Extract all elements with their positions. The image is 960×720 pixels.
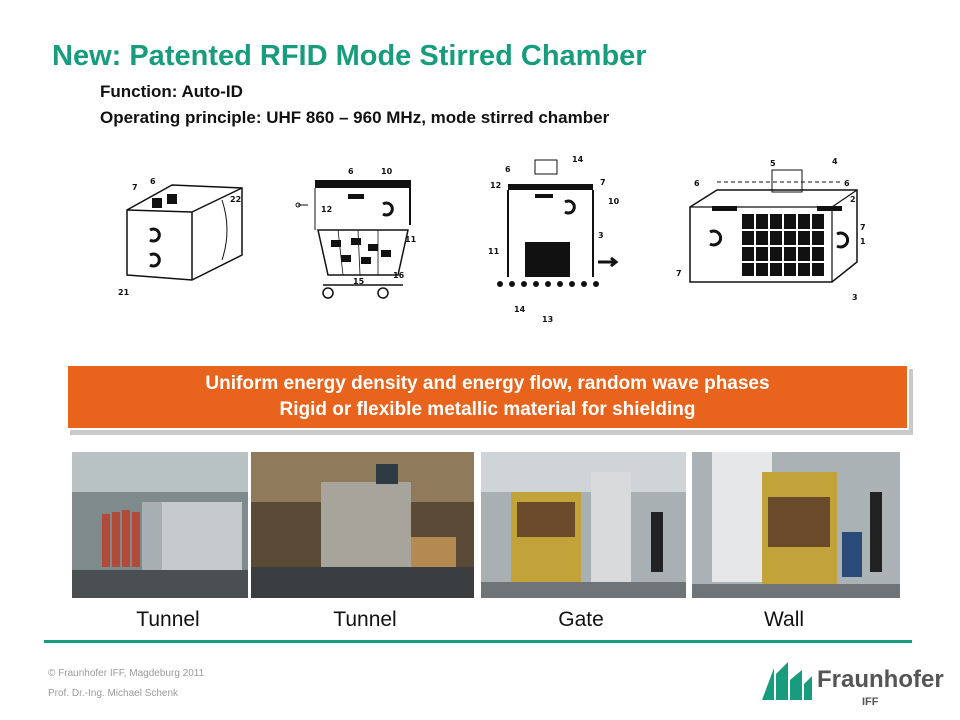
diagram-label: 2 (850, 195, 856, 204)
diagram-label: 6 (844, 179, 850, 188)
logo-name: Fraunhofer (817, 666, 944, 693)
patent-diagram-4: 5 4 6 6 2 7 1 7 3 (672, 152, 872, 312)
gate-photo (481, 452, 686, 598)
diagram-label: 7 (600, 178, 606, 187)
diagram-label: 1 (860, 237, 866, 246)
diagram-label: 6 (150, 177, 156, 186)
logo-sub: IFF (862, 696, 879, 708)
patent-diagram-1: 7 6 22 21 (112, 170, 252, 300)
diagram-label: 6 (348, 167, 354, 176)
diagram-label: 14 (514, 305, 526, 314)
wall-photo (692, 452, 900, 598)
principle-line: Operating principle: UHF 860 – 960 MHz, … (100, 108, 610, 127)
diagram-label: 22 (230, 195, 241, 204)
diagram-label: 7 (676, 269, 682, 278)
footer-copyright: © Fraunhofer IFF, Magdeburg 2011 (48, 668, 205, 679)
footer-divider (44, 640, 912, 643)
patent-diagram-3: 6 14 12 7 10 3 11 14 13 (480, 152, 630, 324)
diagram-label: 13 (542, 315, 553, 324)
highlight-banner: Uniform energy density and energy flow, … (66, 364, 909, 430)
diagram-label: 10 (608, 197, 620, 206)
banner-line-1: Uniform energy density and energy flow, … (205, 373, 770, 394)
caption-tunnel-1: Tunnel (136, 608, 200, 631)
slide-title: New: Patented RFID Mode Stirred Chamber (52, 40, 647, 72)
caption-tunnel-2: Tunnel (333, 608, 397, 631)
caption-gate: Gate (558, 608, 604, 631)
fraunhofer-logo-icon (762, 662, 812, 700)
tunnel-photo-1 (72, 452, 248, 598)
caption-wall: Wall (763, 608, 805, 631)
diagram-label: 5 (770, 159, 776, 168)
patent-diagram-2: 6 10 12 11 15 16 (293, 160, 423, 305)
diagram-label: 6 (694, 179, 700, 188)
diagram-label: 7 (860, 223, 866, 232)
diagram-label: 4 (832, 157, 838, 166)
fraunhofer-logo: Fraunhofer IFF (760, 660, 944, 710)
diagram-label: 11 (405, 235, 417, 244)
diagram-label: 12 (321, 205, 332, 214)
diagram-label: 7 (132, 183, 138, 192)
diagram-label: 3 (852, 293, 858, 302)
banner-line-2: Rigid or flexible metallic material for … (279, 399, 696, 420)
diagram-label: 21 (118, 288, 130, 297)
diagram-label: 12 (490, 181, 501, 190)
footer-author: Prof. Dr.-Ing. Michael Schenk (48, 688, 179, 699)
function-line: Function: Auto-ID (100, 82, 243, 101)
diagram-label: 3 (598, 231, 604, 240)
diagram-label: 10 (381, 167, 393, 176)
tunnel-photo-2 (251, 452, 474, 598)
diagram-label: 15 (353, 277, 365, 286)
diagram-label: 11 (488, 247, 500, 256)
diagram-label: 16 (393, 271, 405, 280)
diagram-label: 6 (505, 165, 511, 174)
diagram-label: 14 (572, 155, 584, 164)
